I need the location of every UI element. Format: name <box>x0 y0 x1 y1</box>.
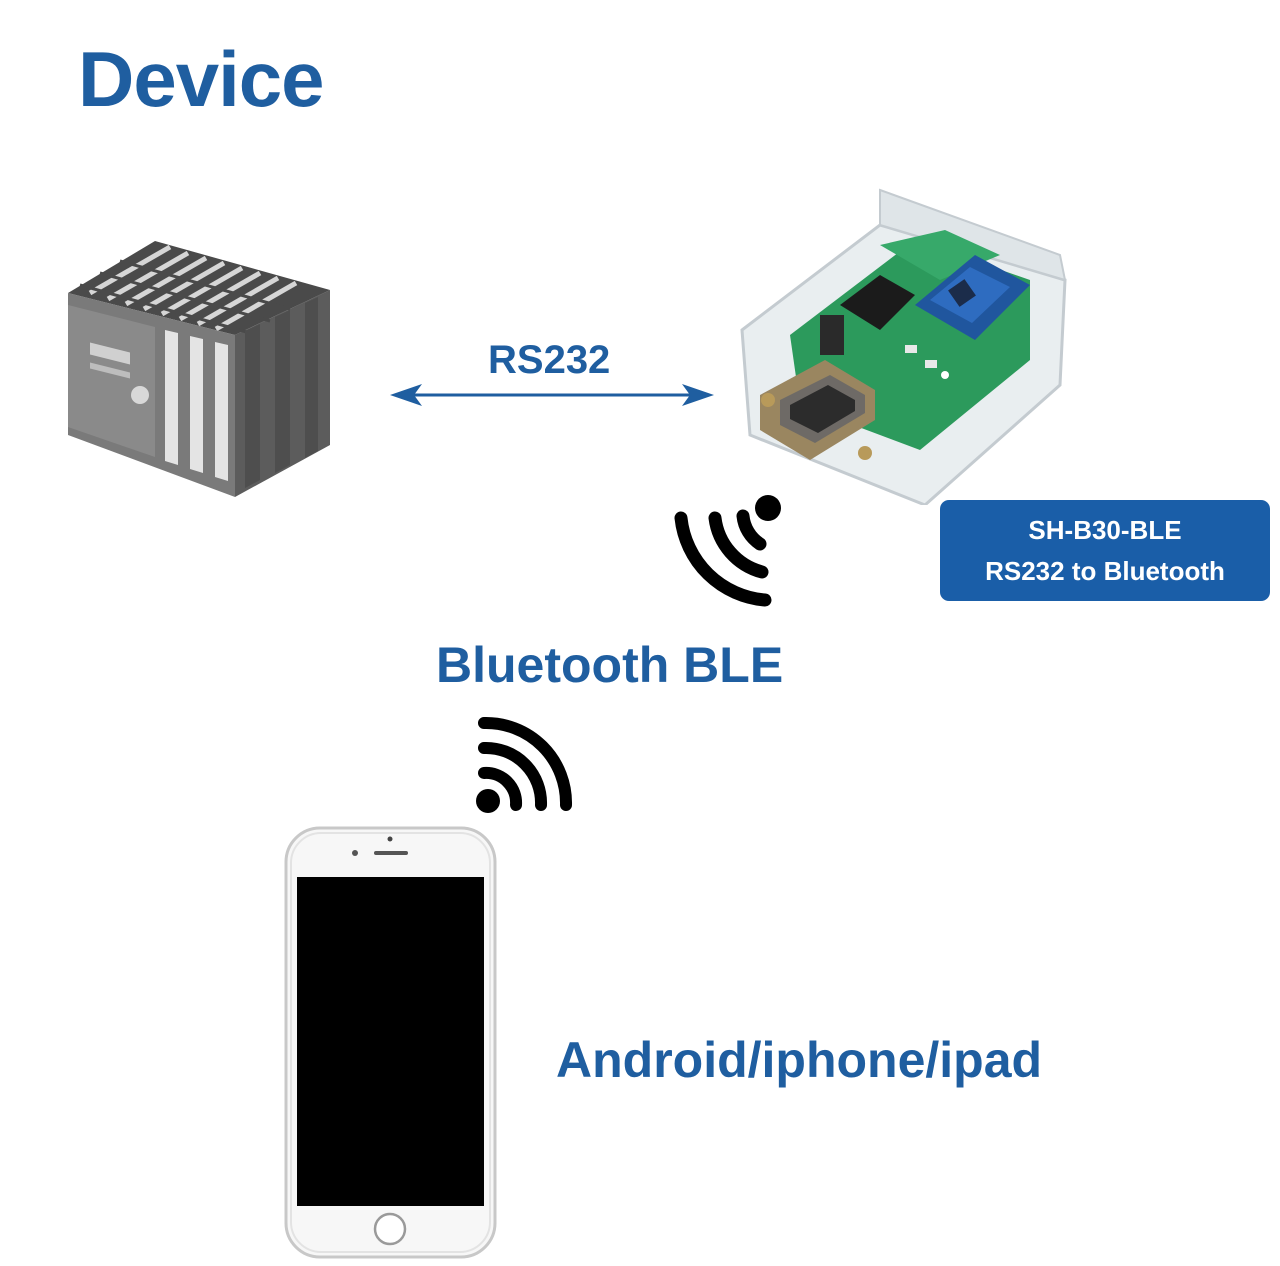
plc-device-icon <box>68 241 330 497</box>
rs232-label: RS232 <box>488 338 611 382</box>
product-model: SH-B30-BLE <box>1028 515 1182 546</box>
bluetooth-ble-label: Bluetooth BLE <box>436 637 784 693</box>
double-arrow-icon <box>390 384 714 406</box>
mobile-platforms-label: Android/iphone/ipad <box>556 1032 1043 1088</box>
signal-wave-icon <box>674 495 781 607</box>
converter-module-icon <box>740 188 1067 505</box>
product-badge: SH-B30-BLE RS232 to Bluetooth <box>940 500 1270 601</box>
product-description: RS232 to Bluetooth <box>985 555 1225 586</box>
wifi-signal-icon <box>476 716 573 813</box>
smartphone-icon <box>284 826 497 1259</box>
page-title: Device <box>78 35 325 123</box>
